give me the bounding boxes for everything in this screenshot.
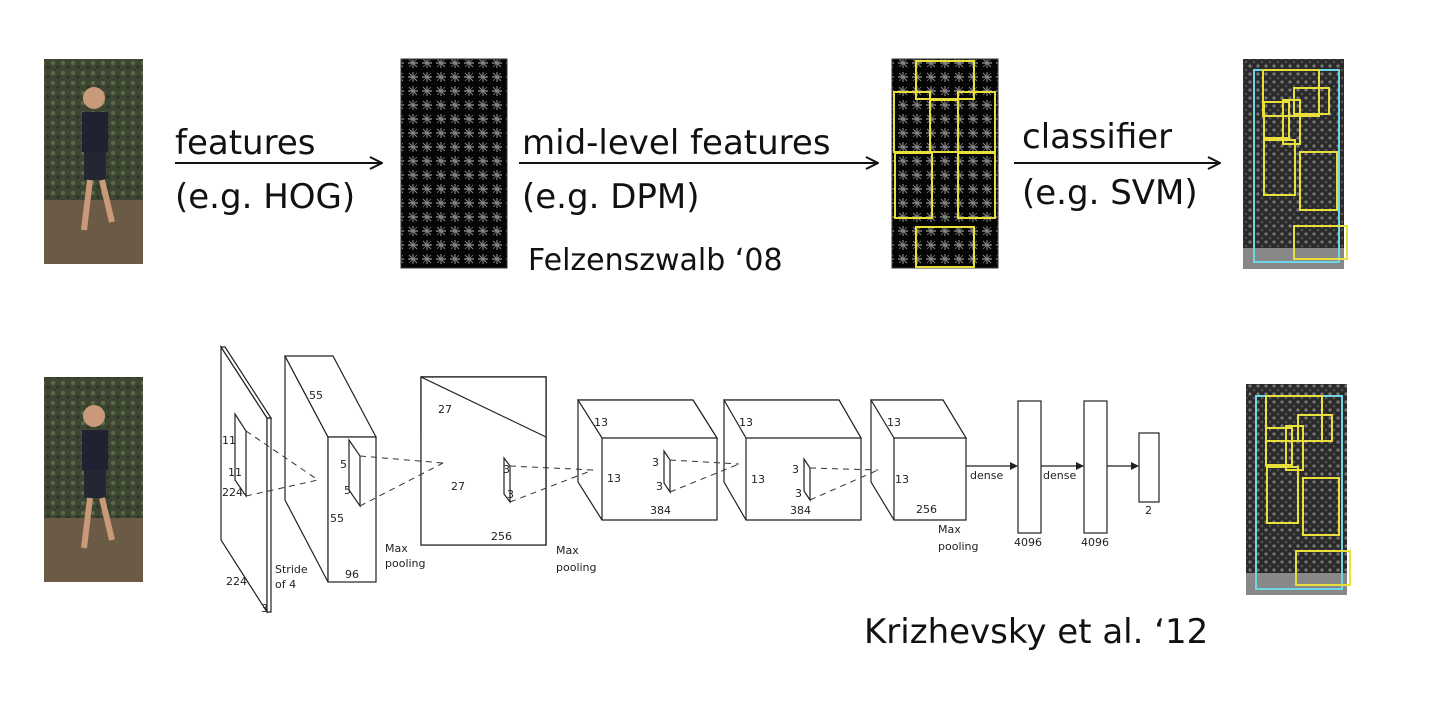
dense2-label: dense xyxy=(1043,469,1077,482)
conv5-height: 13 xyxy=(887,416,901,429)
dpm-model-image xyxy=(891,58,999,269)
pool3-line1: Max xyxy=(938,523,961,536)
conv2-height: 27 xyxy=(438,403,452,416)
conv2-kernel-h: 3 xyxy=(503,463,510,476)
conv2-depth: 256 xyxy=(491,530,512,543)
classifier-example: (e.g. SVM) xyxy=(1022,173,1198,213)
pool2-line2: pooling xyxy=(556,561,597,574)
kernel-connections xyxy=(245,430,879,507)
input-channels: 3 xyxy=(261,602,268,615)
fc1-size: 4096 xyxy=(1014,536,1042,549)
krizhevsky-citation: Krizhevsky et al. ‘12 xyxy=(864,612,1209,652)
conv5-side: 13 xyxy=(895,473,909,486)
output-size: 2 xyxy=(1145,504,1152,517)
input-depth: 224 xyxy=(226,575,247,588)
conv3-height: 13 xyxy=(594,416,608,429)
cnn-architecture xyxy=(219,344,1160,615)
mid-level-label: mid-level features xyxy=(522,123,831,163)
stride-line2: of 4 xyxy=(275,578,297,591)
fc1-block xyxy=(1017,400,1042,534)
features-label: features xyxy=(175,123,316,163)
mid-level-example: (e.g. DPM) xyxy=(522,177,700,217)
top-input-photo xyxy=(44,59,143,264)
pool3-line2: pooling xyxy=(938,540,979,553)
input-kernel-w: 11 xyxy=(228,466,242,479)
conv4-kernel-w: 3 xyxy=(795,487,802,500)
input-kernel-h: 11 xyxy=(222,434,236,447)
bottom-input-photo xyxy=(44,377,143,582)
conv1-kernel-h: 5 xyxy=(340,458,347,471)
conv3-kernel-h: 3 xyxy=(652,456,659,469)
conv1-kernel-w: 5 xyxy=(344,484,351,497)
conv4-kernel-h: 3 xyxy=(792,463,799,476)
fc2-size: 4096 xyxy=(1081,536,1109,549)
classifier-label: classifier xyxy=(1022,117,1173,157)
conv1-side: 55 xyxy=(330,512,344,525)
conv2-side: 27 xyxy=(451,480,465,493)
conv1-depth: 96 xyxy=(345,568,359,581)
bottom-detection-image xyxy=(1246,384,1351,595)
felzenszwalb-citation: Felzenszwalb ‘08 xyxy=(528,243,783,278)
conv3-kernel-w: 3 xyxy=(656,480,663,493)
dense1-label: dense xyxy=(970,469,1004,482)
conv3-depth: 384 xyxy=(650,504,671,517)
pool2-line1: Max xyxy=(556,544,579,557)
conv1-height: 55 xyxy=(309,389,323,402)
stride-line1: Stride xyxy=(275,563,308,576)
output-block xyxy=(1138,432,1160,503)
pool1-line2: pooling xyxy=(385,557,426,570)
conv2-kernel-w: 3 xyxy=(507,488,514,501)
fc2-block xyxy=(1083,400,1108,534)
conv3-side: 13 xyxy=(607,472,621,485)
hog-feature-image xyxy=(400,58,508,269)
pool1-line1: Max xyxy=(385,542,408,555)
conv4-depth: 384 xyxy=(790,504,811,517)
input-size: 224 xyxy=(222,486,243,499)
conv5-depth: 256 xyxy=(916,503,937,516)
top-detection-image xyxy=(1243,59,1348,269)
conv4-side: 13 xyxy=(751,473,765,486)
conv4-height: 13 xyxy=(739,416,753,429)
features-example: (e.g. HOG) xyxy=(175,177,356,217)
